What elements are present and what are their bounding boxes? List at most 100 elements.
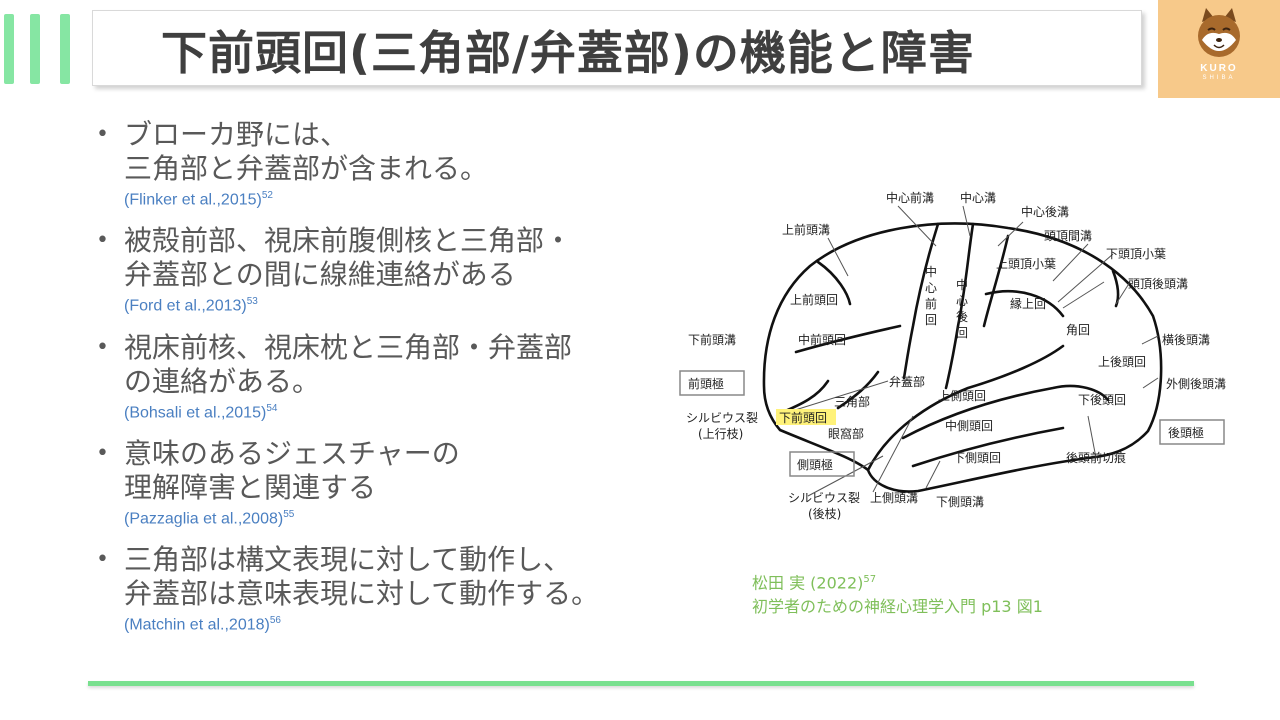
label-transverse-occipital-sulcus: 横後頭溝 — [1162, 333, 1210, 347]
label-precentral-sulcus: 中心前溝 — [886, 190, 934, 205]
central-sulcus — [944, 222, 975, 390]
brain-diagram: 中心前溝 中心溝 中心後溝 上前頭溝 頭頂間溝 上頭頂小葉 下頭頂小葉 頭頂後頭… — [679, 190, 1226, 521]
vertical-label-char: 回 — [925, 313, 937, 327]
intraparietal-sulcus — [984, 289, 1065, 318]
label-temporal-pole: 側頭極 — [797, 457, 833, 472]
bullet-line: 三角部は構文表現に対して動作し、 — [124, 543, 572, 577]
label-sylvian-posterior: シルビウス裂 — [788, 491, 860, 505]
vertical-label-char: 回 — [956, 326, 968, 340]
precentral-sulcus — [902, 222, 940, 380]
label-parieto-occipital-sulcus: 頭頂後頭溝 — [1128, 277, 1188, 291]
label-inferior-temporal-sulcus: 下側頭溝 — [936, 495, 984, 509]
label-pars-orbitalis: 眼窩部 — [828, 426, 864, 441]
label-inferior-parietal-lobule: 下頭頂小葉 — [1106, 247, 1166, 261]
label-superior-frontal-sulcus: 上前頭溝 — [782, 222, 830, 237]
postcentral-sulcus — [982, 234, 1010, 328]
frontal-pole-box — [679, 370, 745, 396]
label-superior-temporal-sulcus: 上側頭溝 — [870, 491, 918, 505]
occipital-pole-box — [1159, 419, 1225, 445]
label-central-sulcus: 中心溝 — [960, 190, 996, 205]
shiba-dog-icon — [1198, 8, 1240, 57]
label-superior-frontal-gyrus: 上前頭回 — [790, 292, 838, 307]
source-book: 初学者のための神経心理学入門 p13 図1 — [752, 597, 1043, 617]
decor-bar-3 — [60, 14, 70, 84]
source-author: 松田 実 (2022) — [752, 573, 864, 593]
vertical-label-char: 心 — [925, 281, 937, 295]
bullet-dot-icon: • — [96, 547, 109, 573]
bullet-item: • 三角部は構文表現に対して動作し、 弁蓋部は意味表現に対して動作する。 (Ma… — [96, 543, 676, 635]
bullet-list: • ブローカ野には、 三角部と弁蓋部が含まれる。 (Flinker et al.… — [96, 118, 676, 650]
superior-frontal-sulcus — [816, 260, 852, 306]
bullet-line: 弁蓋部との間に線維連絡がある — [124, 258, 516, 292]
vertical-label-char: 中 — [956, 277, 968, 292]
vertical-label-char: 後 — [956, 310, 968, 324]
slide-title: 下前頭回(三角部/弁蓋部)の機能と障害 — [161, 26, 975, 80]
label-middle-frontal-gyrus: 中前頭回 — [798, 332, 846, 347]
source-ref: 57 — [863, 574, 877, 585]
inferior-frontal-sulcus — [794, 324, 902, 354]
label-sylvian-posterior-sub: (後枝) — [808, 506, 841, 521]
citation: (Matchin et al.,2018)56 — [124, 615, 281, 634]
decor-bar-1 — [4, 14, 14, 84]
bullet-dot-icon: • — [96, 122, 109, 147]
label-superior-occipital-gyrus: 上後頭回 — [1098, 355, 1146, 369]
bottom-accent-line — [88, 681, 1194, 686]
label-sylvian-ascending: シルビウス裂 — [686, 411, 758, 425]
label-superior-temporal-gyrus: 上側頭回 — [938, 389, 986, 403]
bullet-dot-icon: • — [96, 334, 109, 360]
bullet-item: • 意味のあるジェスチャーの 理解障害と関連する (Pazzaglia et a… — [96, 437, 676, 529]
bullet-item: • 被殻前部、視床前腹側核と三角部・ 弁蓋部との間に線維連絡がある (Ford … — [96, 224, 676, 316]
bullet-line: 視床前核、視床枕と三角部・弁蓋部 — [124, 330, 573, 364]
label-pars-opercularis: 弁蓋部 — [889, 374, 925, 389]
vertical-label-char: 心 — [956, 294, 968, 308]
label-inferior-temporal-gyrus: 下側頭回 — [953, 451, 1001, 465]
kuroshiba-logo: KURO SHIBA — [1158, 0, 1280, 98]
citation: (Flinker et al.,2015)52 — [124, 190, 273, 209]
bullet-line: ブローカ野には、 — [124, 118, 349, 151]
logo-name: KURO — [1200, 63, 1238, 74]
bullet-item: • 視床前核、視床枕と三角部・弁蓋部 の連絡がある。 (Bohsali et a… — [96, 331, 676, 423]
label-supramarginal-gyrus: 縁上回 — [1010, 296, 1046, 311]
superior-temporal-sulcus — [901, 384, 1110, 440]
label-intraparietal-sulcus: 頭頂間溝 — [1044, 229, 1092, 243]
label-frontal-pole: 前頭極 — [688, 376, 724, 391]
vertical-label-char: 前 — [925, 296, 937, 311]
citation: (Ford et al.,2013)53 — [124, 296, 258, 315]
sylvian-fissure — [866, 344, 1065, 472]
label-inferior-occipital-gyrus: 下後頭回 — [1078, 393, 1126, 407]
bullet-line: 理解障害と関連する — [124, 470, 377, 504]
label-inferior-frontal-sulcus: 下前頭溝 — [688, 332, 736, 347]
highlight-region — [776, 409, 836, 425]
label-lateral-occipital-sulcus: 外側後頭溝 — [1166, 377, 1226, 391]
source-citation: 松田 実 (2022)57 初学者のための神経心理学入門 p13 図1 — [752, 568, 1043, 619]
citation: (Bohsali et al.,2015)54 — [124, 402, 278, 421]
parieto-occipital-sulcus — [1111, 269, 1120, 308]
label-occipital-pole: 後頭極 — [1168, 425, 1204, 440]
label-superior-parietal-lobule: 上頭頂小葉 — [996, 257, 1056, 271]
logo-subtext: SHIBA — [1202, 75, 1236, 81]
bullet-line: の連絡がある。 — [124, 364, 321, 398]
vertical-label-char: 中 — [925, 264, 937, 279]
label-preoccipital-notch: 後頭前切痕 — [1066, 450, 1126, 465]
label-middle-temporal-gyrus: 中側頭回 — [945, 418, 993, 433]
citation: (Pazzaglia et al.,2008)55 — [124, 508, 295, 528]
bullet-line: 弁蓋部は意味表現に対して動作する。 — [124, 577, 600, 611]
label-postcentral-sulcus: 中心後溝 — [1021, 204, 1069, 219]
bullet-dot-icon: • — [96, 228, 109, 254]
label-angular-gyrus: 角回 — [1066, 323, 1090, 337]
bullet-dot-icon: • — [96, 440, 109, 466]
bullet-line: 三角部と弁蓋部が含まれる。 — [124, 152, 489, 185]
bullet-item: • ブローカ野には、 三角部と弁蓋部が含まれる。 (Flinker et al.… — [96, 118, 676, 210]
label-inferior-frontal-gyrus: 下前頭回 — [779, 410, 827, 425]
bullet-line: 被殻前部、視床前腹側核と三角部・ — [124, 224, 573, 258]
ascending-ramus — [836, 370, 880, 410]
label-sylvian-ascending-sub: (上行枝) — [698, 426, 743, 441]
decor-bar-2 — [30, 14, 40, 84]
label-pars-triangularis: 三角部 — [834, 394, 870, 409]
inferior-temporal-sulcus — [911, 426, 1065, 468]
title-box: 下前頭回(三角部/弁蓋部)の機能と障害 — [92, 10, 1142, 86]
temporal-pole-box — [789, 451, 855, 477]
bullet-line: 意味のあるジェスチャーの — [124, 436, 460, 470]
